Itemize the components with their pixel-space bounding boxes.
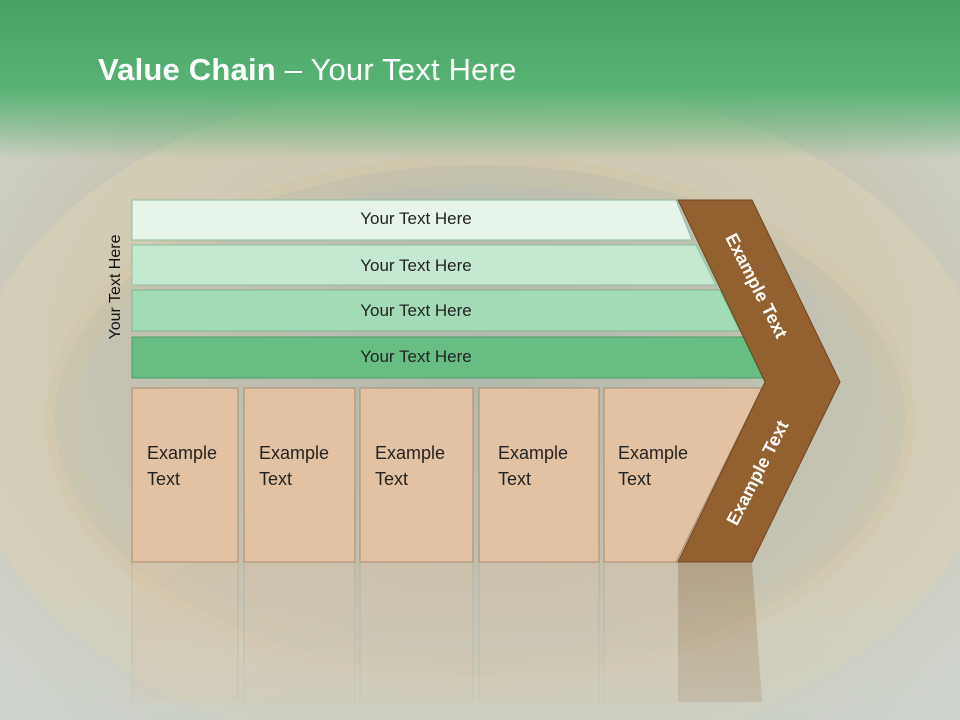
row-1-label: Your Text Here [360,209,472,228]
box-4-shape [478,387,600,563]
box-1-shape [131,387,239,563]
title-bold: Value Chain [98,52,276,87]
box-1-line2: Text [147,469,181,489]
box-2-shape [243,387,356,563]
box-5-line1: Example [618,443,689,463]
title-bar [0,0,960,160]
reflection-fade [0,560,960,720]
box-5-line2: Text [618,469,652,489]
row-3-shape [131,289,741,332]
box-1-line1: Example [147,443,218,463]
row-3-label: Your Text Here [360,301,472,320]
page-title: Value Chain – Your Text Here [98,52,517,88]
row-2-label: Your Text Here [360,256,472,275]
title-rest: – Your Text Here [275,52,517,87]
box-2-line2: Text [259,469,293,489]
row-1-shape [131,199,693,241]
box-4-line1: Example [498,443,569,463]
box-3-shape [359,387,474,563]
row-4-label: Your Text Here [360,347,472,366]
box-3-line1: Example [375,443,446,463]
box-2-line1: Example [259,443,330,463]
row-2-shape [131,244,717,286]
box-3-line2: Text [375,469,409,489]
box-4-line2: Text [498,469,532,489]
